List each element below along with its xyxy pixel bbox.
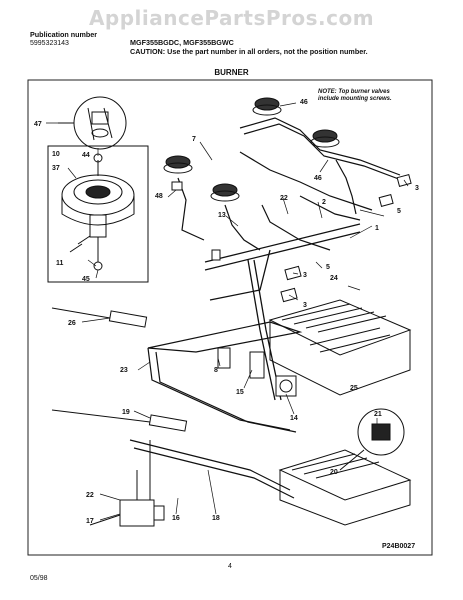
- callout-19: 19: [122, 409, 130, 416]
- igniters: [51, 307, 188, 432]
- valves-and-brackets: [171, 173, 412, 397]
- section-title: BURNER: [214, 68, 249, 77]
- callout-45: 45: [82, 276, 90, 283]
- callout-46: 46: [300, 99, 308, 106]
- callout-22: 22: [280, 195, 288, 202]
- callout-25: 25: [350, 385, 358, 392]
- callout-22b: 22: [86, 492, 94, 499]
- flame-spreader-lower: [278, 449, 412, 526]
- callout-1: 1: [375, 225, 379, 232]
- callout-46b: 46: [314, 175, 322, 182]
- callout-16: 16: [172, 515, 180, 522]
- footer-date: 05/98: [30, 575, 48, 582]
- callout-15: 15: [236, 389, 244, 396]
- watermark: AppliancePartsPros.com: [88, 6, 375, 30]
- callout-3c: 3: [303, 302, 307, 309]
- top-burner-heads: [163, 97, 340, 202]
- flame-spreader-upper: [268, 299, 412, 396]
- callout-21: 21: [374, 411, 382, 418]
- model-numbers: MGF355BGDC, MGF355BGWC: [130, 38, 234, 47]
- callout-3: 3: [415, 185, 419, 192]
- callout-10: 10: [52, 151, 60, 158]
- oven-safety-valve: [89, 440, 165, 527]
- callout-7: 7: [192, 136, 196, 143]
- callout-8: 8: [214, 367, 218, 374]
- callout-18: 18: [212, 515, 220, 522]
- diagram-frame: [27, 79, 433, 556]
- oven-burner-tube: [129, 321, 303, 499]
- callout-5: 5: [397, 208, 401, 215]
- leader-lines: [46, 102, 409, 521]
- callout-24: 24: [330, 275, 338, 282]
- callout-26: 26: [68, 320, 76, 327]
- callout-14: 14: [290, 415, 298, 422]
- callout-37: 37: [52, 165, 60, 172]
- callout-11: 11: [56, 260, 64, 267]
- manifold: [204, 223, 361, 401]
- callout-47: 47: [34, 121, 42, 128]
- callout-3b: 3: [303, 272, 307, 279]
- note-line-1: NOTE: Top burner valves: [318, 89, 390, 95]
- model-block: MGF355BGDC, MGF355BGWC CAUTION: Use the …: [130, 38, 368, 56]
- callout-17: 17: [86, 518, 94, 525]
- diagram-id: P24B0027: [382, 543, 415, 550]
- callout-48: 48: [155, 193, 163, 200]
- burner-inset-box: [47, 145, 149, 283]
- callout-23: 23: [120, 367, 128, 374]
- callout-5b: 5: [326, 264, 330, 271]
- note-line-2: include mounting screws.: [318, 96, 392, 102]
- publication-block: Publication number 5995323143: [30, 30, 97, 48]
- publication-label: Publication number: [30, 30, 98, 39]
- callout-20: 20: [330, 469, 338, 476]
- callout-44: 44: [82, 152, 90, 159]
- footer-page: 4: [228, 563, 232, 570]
- caution-text: CAUTION: Use the part number in all orde…: [130, 47, 368, 56]
- callout-13: 13: [218, 212, 226, 219]
- callout-2: 2: [322, 199, 326, 206]
- gas-tubing: [177, 117, 405, 251]
- part-21-inset: [339, 408, 405, 471]
- publication-number: 5995323143: [30, 40, 69, 47]
